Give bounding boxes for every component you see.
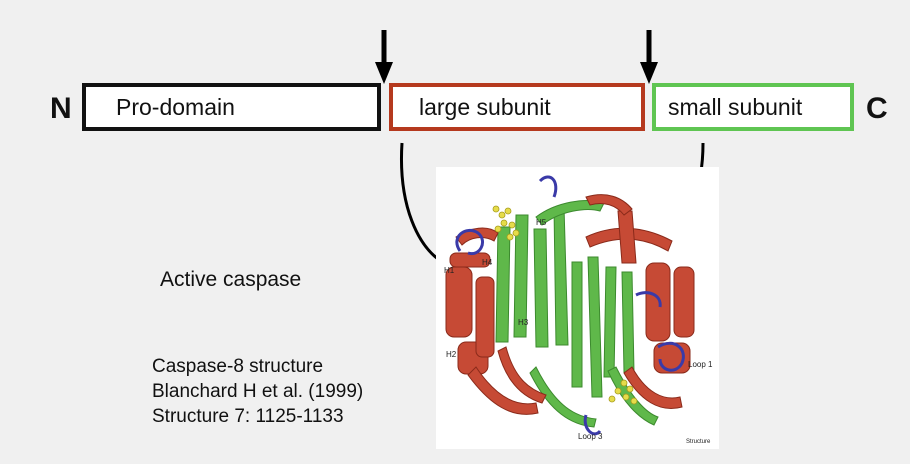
caspase-structure-image: H5 H4 H1 H3 H2 Loop 1 Loop 3 Structure [436,167,719,449]
small-subunit-label: small subunit [668,94,803,120]
cleavage-arrow-1 [375,30,393,84]
prodomain-box: Pro-domain [82,83,381,131]
large-subunit-box: large subunit [389,83,645,131]
ligand [492,205,638,405]
label-h5: H5 [536,218,547,227]
large-subunit-label: large subunit [419,94,551,120]
alpha-helices-left [445,227,547,415]
cleavage-arrow-2 [640,30,658,84]
label-loop-3: Loop 3 [578,432,603,441]
small-subunit-box: small subunit [652,83,854,131]
label-h1: H1 [444,266,455,275]
label-h3: H3 [518,318,529,327]
citation-line-2: Blanchard H et al. (1999) [152,381,364,402]
n-terminus-label: N [50,92,72,125]
citation-block: Caspase-8 structure Blanchard H et al. (… [152,354,363,429]
citation-line-1: Caspase-8 structure [152,356,324,377]
label-h4: H4 [482,258,493,267]
c-terminus-label: C [866,92,888,125]
loops [455,175,685,436]
prodomain-label: Pro-domain [116,94,235,120]
citation-line-3: Structure 7: 1125-1133 [152,406,344,427]
alpha-helices-right [585,194,695,409]
active-caspase-label: Active caspase [160,268,302,291]
label-loop-1: Loop 1 [688,360,713,369]
structure-credit: Structure [686,439,711,445]
label-h2: H2 [446,350,457,359]
